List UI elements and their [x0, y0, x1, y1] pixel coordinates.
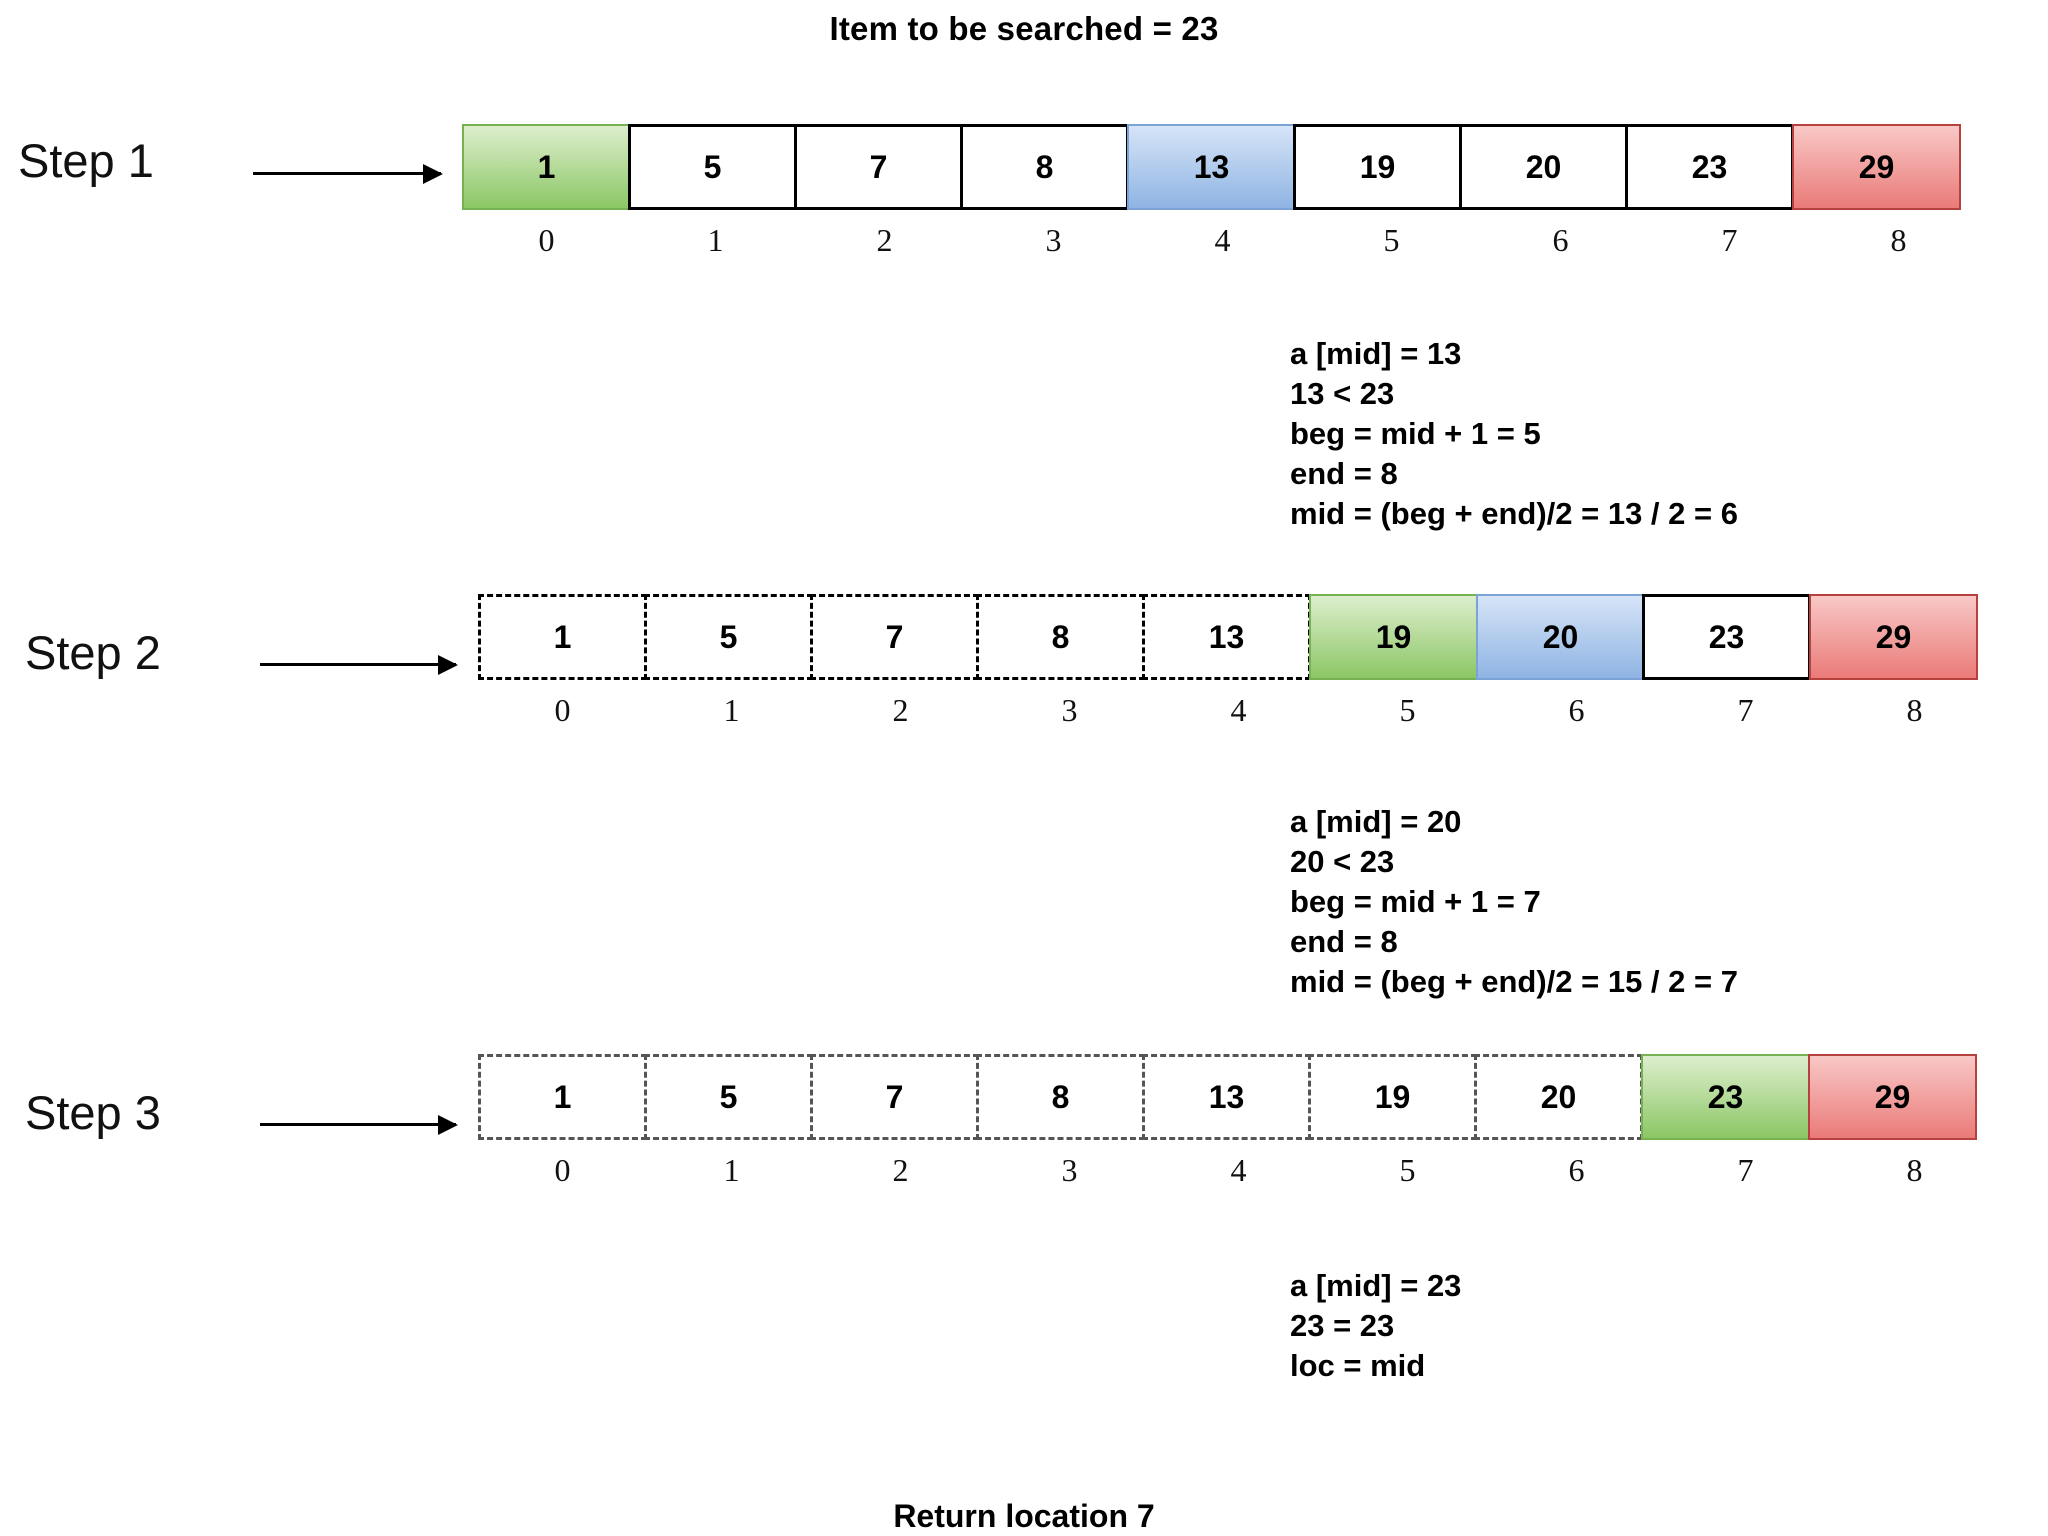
- annotation-line: 23 = 23: [1290, 1308, 1395, 1343]
- array-index-label: 4: [1230, 1152, 1247, 1188]
- array-cell: 20: [1474, 1054, 1643, 1140]
- annotation-line: 20 < 23: [1290, 844, 1395, 879]
- array-cell: 7: [810, 594, 979, 680]
- array-index-label: 5: [1399, 692, 1416, 728]
- array-cell: 20: [1459, 124, 1628, 210]
- annotation-line: 13 < 23: [1290, 376, 1395, 411]
- annotation-line: a [mid] = 20: [1290, 804, 1462, 839]
- array-cell: 1: [478, 1054, 647, 1140]
- annotation-line: loc = mid: [1290, 1348, 1426, 1383]
- step-2-annotation: a [mid] = 20 20 < 23 beg = mid + 1 = 7 end …: [1290, 802, 1738, 1002]
- array-index-label: 4: [1230, 692, 1247, 728]
- array-cell: 29: [1808, 1054, 1977, 1140]
- array-index-label: 3: [1045, 222, 1062, 258]
- array-index-label: 6: [1568, 1152, 1585, 1188]
- annotation-line: beg = mid + 1 = 5: [1290, 416, 1541, 451]
- array-index-label: 6: [1552, 222, 1569, 258]
- array-index-label: 1: [723, 1152, 740, 1188]
- step-3-arrow-icon: [260, 1115, 458, 1135]
- step-2-label: Step 2: [25, 626, 161, 679]
- array-cell: 7: [794, 124, 963, 210]
- step-3-annotation: a [mid] = 23 23 = 23 loc = mid: [1290, 1266, 1461, 1386]
- array-index-label: 3: [1061, 692, 1078, 728]
- array-cell: 19: [1293, 124, 1462, 210]
- array-index-label: 2: [876, 222, 893, 258]
- array-cell: 8: [976, 594, 1145, 680]
- array-cell: 8: [976, 1054, 1145, 1140]
- array-cell: 20: [1476, 594, 1645, 680]
- page-title: Item to be searched = 23: [829, 10, 1219, 47]
- step-3-label: Step 3: [25, 1086, 161, 1139]
- array-index-label: 1: [707, 222, 724, 258]
- step-2-index-row: 0 1 2 3 4 5 6 7 8: [478, 692, 1999, 729]
- array-cell: 19: [1308, 1054, 1477, 1140]
- array-cell: 13: [1142, 1054, 1311, 1140]
- array-index-label: 7: [1737, 1152, 1754, 1188]
- array-cell: 5: [644, 594, 813, 680]
- array-index-label: 0: [554, 692, 571, 728]
- annotation-line: end = 8: [1290, 456, 1398, 491]
- array-index-label: 5: [1383, 222, 1400, 258]
- annotation-line: a [mid] = 23: [1290, 1268, 1462, 1303]
- array-index-label: 7: [1737, 692, 1754, 728]
- array-cell: 5: [644, 1054, 813, 1140]
- array-cell: 8: [960, 124, 1129, 210]
- array-index-label: 5: [1399, 1152, 1416, 1188]
- array-index-label: 1: [723, 692, 740, 728]
- array-index-label: 2: [892, 1152, 909, 1188]
- annotation-line: mid = (beg + end)/2 = 15 / 2 = 7: [1290, 964, 1738, 999]
- array-index-label: 8: [1906, 692, 1923, 728]
- array-cell: 1: [462, 124, 631, 210]
- array-cell: 7: [810, 1054, 979, 1140]
- array-cell: 5: [628, 124, 797, 210]
- array-cell: 23: [1625, 124, 1794, 210]
- array-index-label: 7: [1721, 222, 1738, 258]
- array-cell: 13: [1142, 594, 1311, 680]
- step-2-arrow-icon: [260, 655, 458, 675]
- step-1-annotation: a [mid] = 13 13 < 23 beg = mid + 1 = 5 end …: [1290, 334, 1738, 534]
- array-index-label: 0: [554, 1152, 571, 1188]
- array-cell: 13: [1127, 124, 1296, 210]
- array-cell: 23: [1642, 594, 1811, 680]
- array-cell: 29: [1809, 594, 1978, 680]
- array-index-label: 2: [892, 692, 909, 728]
- step-1-index-row: 0 1 2 3 4 5 6 7 8: [462, 222, 1983, 259]
- step-1-label: Step 1: [18, 134, 154, 187]
- annotation-line: a [mid] = 13: [1290, 336, 1462, 371]
- array-index-label: 8: [1890, 222, 1907, 258]
- annotation-line: end = 8: [1290, 924, 1398, 959]
- array-cell: 29: [1792, 124, 1961, 210]
- array-cell: 19: [1309, 594, 1478, 680]
- array-index-label: 8: [1906, 1152, 1923, 1188]
- array-cell: 1: [478, 594, 647, 680]
- step-1-arrow-icon: [253, 164, 443, 184]
- array-index-label: 3: [1061, 1152, 1078, 1188]
- annotation-line: mid = (beg + end)/2 = 13 / 2 = 6: [1290, 496, 1738, 531]
- array-index-label: 4: [1214, 222, 1231, 258]
- array-index-label: 6: [1568, 692, 1585, 728]
- result-text: Return location 7: [893, 1498, 1155, 1534]
- array-index-label: 0: [538, 222, 555, 258]
- annotation-line: beg = mid + 1 = 7: [1290, 884, 1541, 919]
- step-3-index-row: 0 1 2 3 4 5 6 7 8: [478, 1152, 1999, 1189]
- array-cell: 23: [1641, 1054, 1810, 1140]
